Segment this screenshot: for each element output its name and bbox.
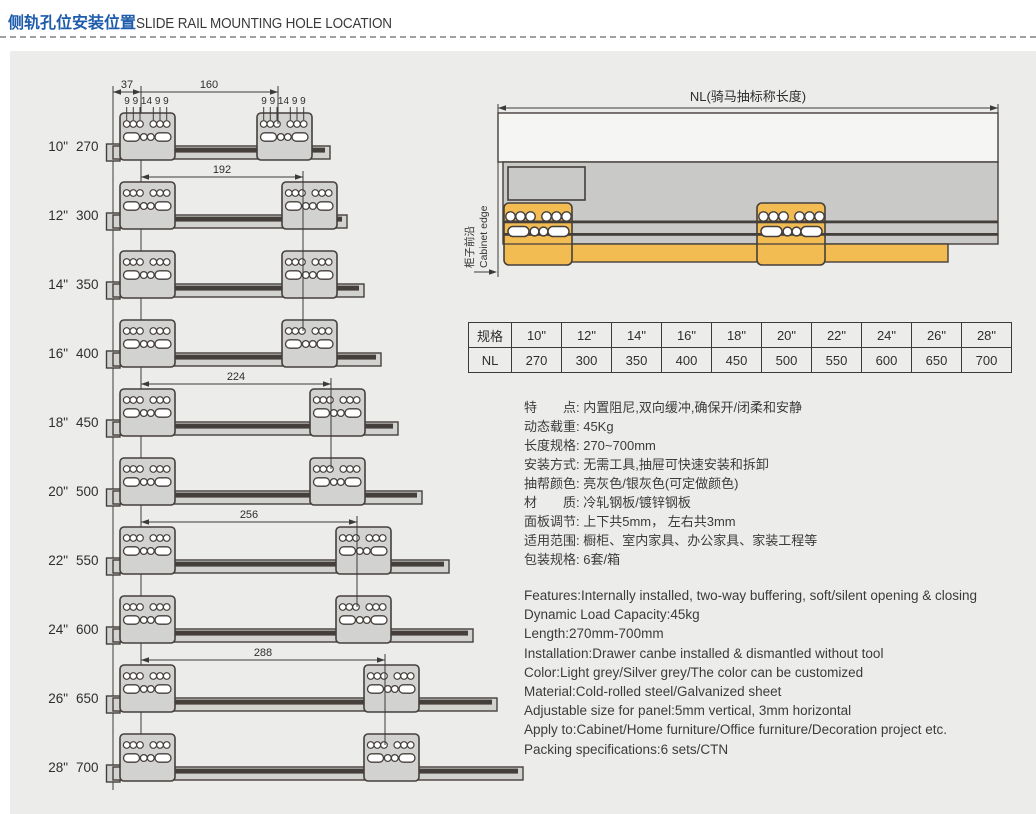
- rail-row-4: 18" 450: [48, 388, 399, 438]
- table-size-9: 28": [961, 322, 1012, 348]
- dimension-192: 192: [141, 164, 304, 331]
- dimension-224: 224: [141, 371, 332, 469]
- page-title: 侧轨孔位安装位置SLIDE RAIL MOUNTING HOLE LOCATIO…: [8, 9, 420, 33]
- table-length-0: 270: [511, 347, 562, 373]
- table-length-5: 500: [761, 347, 812, 373]
- dimension-288: 288: [141, 647, 386, 745]
- table-size-0: 10": [511, 322, 562, 348]
- spec-line-en-7: Apply to:Cabinet/Home furniture/Office f…: [524, 722, 947, 738]
- spec-line-cn-4: 抽帮颜色: 亮灰色/银灰色(可定做颜色): [524, 476, 739, 491]
- svg-text:160: 160: [200, 79, 218, 91]
- left-rail-rows: 10" 270 12" 300 14" 350 16" 400 18" 450 20" 500 22" 5…: [48, 79, 524, 790]
- row-label-inch: 14": [48, 277, 68, 292]
- table-header-nl: NL: [468, 347, 512, 373]
- row-label-mm: 400: [76, 346, 99, 361]
- bottom-rail: [529, 243, 949, 263]
- table-length-1: 300: [561, 347, 612, 373]
- rail-row-8: 26" 650: [48, 664, 498, 714]
- spec-line-en-1: Dynamic Load Capacity:45kg: [524, 607, 700, 623]
- spec-line-en-0: Features:Internally installed, two-way b…: [524, 588, 977, 603]
- spec-line-cn-1: 动态载重: 45Kg: [524, 419, 614, 434]
- spec-line-cn-3: 安装方式: 无需工具,抽屉可快速安装和拆卸: [524, 457, 769, 472]
- row-label-inch: 12": [48, 208, 68, 223]
- row-label-mm: 650: [76, 691, 99, 706]
- table-length-9: 700: [961, 347, 1012, 373]
- table-length-3: 400: [661, 347, 712, 373]
- spec-line-en-4: Color:Light grey/Silver grey/The color c…: [524, 664, 864, 680]
- table-size-3: 16": [661, 322, 712, 348]
- row-label-mm: 700: [76, 760, 99, 775]
- row-label-inch: 26": [48, 691, 68, 706]
- specs-english: Features:Internally installed, two-way b…: [524, 586, 977, 759]
- row-label-mm: 350: [76, 277, 99, 292]
- svg-text:224: 224: [227, 371, 245, 383]
- spec-line-en-3: Installation:Drawer canbe installed & di…: [524, 645, 884, 661]
- nl-dimension-label: NL(骑马抽标称长度): [690, 89, 806, 104]
- row-label-mm: 270: [76, 139, 99, 154]
- row-label-mm: 500: [76, 484, 99, 499]
- table-header-spec: 规格: [468, 322, 512, 348]
- rail-row-7: 24" 600: [48, 595, 474, 645]
- hole-spacing-label: 9 9 14 9 9: [261, 96, 306, 107]
- spec-line-cn-2: 长度规格: 270~700mm: [524, 438, 656, 453]
- page-title-english: SLIDE RAIL MOUNTING HOLE LOCATION: [136, 15, 392, 32]
- svg-text:192: 192: [213, 164, 231, 176]
- row-label-inch: 24": [48, 622, 68, 637]
- spec-line-cn-6: 面板调节: 上下共5mm， 左右共3mm: [524, 514, 736, 529]
- spec-line-cn-5: 材 质: 冷轧钢板/镀锌钢板: [524, 495, 691, 510]
- cabinet-edge-label-cn: 柜子前沿: [463, 226, 476, 268]
- table-size-4: 18": [711, 322, 762, 348]
- row-label-inch: 22": [48, 553, 68, 568]
- spec-line-en-8: Packing specifications:6 sets/CTN: [524, 741, 729, 757]
- row-label-inch: 28": [48, 760, 68, 775]
- dimension-first-row: 37 160 9 9 14 9 9 9 9 14 9 9: [113, 79, 306, 124]
- rail-row-0: 10" 270: [48, 112, 331, 162]
- row-label-mm: 550: [76, 553, 99, 568]
- row-label-mm: 300: [76, 208, 99, 223]
- table-length-2: 350: [611, 347, 662, 373]
- spec-line-en-5: Material:Cold-rolled steel/Galvanized sh…: [524, 684, 782, 700]
- table-size-7: 24": [861, 322, 912, 348]
- table-length-4: 450: [711, 347, 762, 373]
- table-size-8: 26": [911, 322, 962, 348]
- rail-row-5: 20" 500: [48, 457, 423, 507]
- spec-line-en-6: Adjustable size for panel:5mm vertical, …: [524, 703, 852, 719]
- rail-row-9: 28" 700: [48, 733, 524, 783]
- svg-text:288: 288: [254, 647, 272, 659]
- row-label-mm: 600: [76, 622, 99, 637]
- table-length-7: 600: [861, 347, 912, 373]
- specs-chinese: 特 点: 内置阻尼,双向缓冲,确保开/闭柔和安静动态载重: 45Kg 长度规格: …: [524, 398, 817, 569]
- table-size-5: 20": [761, 322, 812, 348]
- dimension-256: 256: [141, 509, 358, 607]
- table-length-8: 650: [911, 347, 962, 373]
- spec-line-cn-0: 特 点: 内置阻尼,双向缓冲,确保开/闭柔和安静: [524, 400, 803, 415]
- table-size-1: 12": [561, 322, 612, 348]
- row-label-inch: 20": [48, 484, 68, 499]
- row-label-inch: 10": [48, 139, 68, 154]
- cabinet-edge-label-en: Cabinet edge: [478, 205, 490, 268]
- page-title-chinese: 侧轨孔位安装位置: [8, 15, 137, 32]
- rail-row-1: 12" 300: [48, 181, 348, 231]
- table-size-6: 22": [811, 322, 862, 348]
- table-size-2: 14": [611, 322, 662, 348]
- spec-line-en-2: Length:270mm-700mm: [524, 626, 664, 642]
- rail-row-6: 22" 550: [48, 526, 450, 576]
- dashed-divider: [0, 36, 1036, 38]
- spec-line-cn-8: 包装规格: 6套/箱: [524, 552, 621, 567]
- row-label-inch: 16": [48, 346, 68, 361]
- hole-spacing-label: 9 9 14 9 9: [124, 96, 169, 107]
- rail-row-3: 16" 400: [48, 319, 382, 369]
- svg-text:37: 37: [121, 79, 133, 91]
- row-label-inch: 18": [48, 415, 68, 430]
- row-label-mm: 450: [76, 415, 99, 430]
- rail-row-2: 14" 350: [48, 250, 365, 300]
- table-length-6: 550: [811, 347, 862, 373]
- spec-line-cn-7: 适用范围: 橱柜、室内家具、办公家具、家装工程等: [524, 533, 818, 548]
- svg-text:256: 256: [240, 509, 258, 521]
